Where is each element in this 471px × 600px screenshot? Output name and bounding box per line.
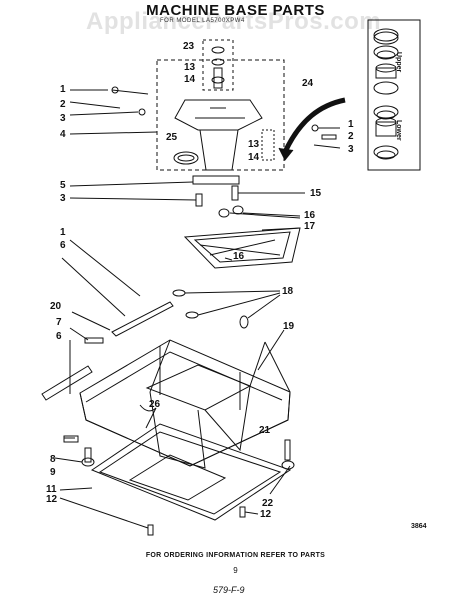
callout-13: 13 <box>184 62 196 73</box>
callout-4: 4 <box>60 129 66 140</box>
page-number: 9 <box>233 566 238 575</box>
upper-bearing-set <box>373 28 399 95</box>
callout-7: 7 <box>56 317 62 328</box>
callout-1: 1 <box>60 84 66 95</box>
bearing-panel <box>367 19 421 171</box>
bearing-arrow <box>282 97 346 154</box>
callout-12-right: 12 <box>260 509 272 520</box>
base-pan <box>90 423 292 521</box>
callout-3: 3 <box>60 113 66 124</box>
callout-18: 18 <box>282 286 294 297</box>
leveling-feet <box>54 435 295 536</box>
callout-22: 22 <box>262 498 274 509</box>
callout-15: 15 <box>310 188 322 199</box>
transmission-group-box <box>156 59 285 171</box>
watermark: AppliancePartsPros.com <box>86 8 382 35</box>
callout-2-right: 2 <box>348 131 354 142</box>
callout-12-left: 12 <box>46 494 58 505</box>
callout-17: 17 <box>304 221 316 232</box>
callout-2: 2 <box>60 99 66 110</box>
callout-8: 8 <box>50 454 56 465</box>
lower-bearing-set <box>373 105 399 160</box>
callout-1-mid: 1 <box>60 227 66 238</box>
page-title: MACHINE BASE PARTS <box>146 2 325 19</box>
machine-base-frame <box>79 339 291 469</box>
tub-spring <box>139 404 157 429</box>
callout-26: 26 <box>149 399 161 410</box>
pulley-group-box <box>202 39 234 91</box>
clutch-linkage-left <box>69 86 158 135</box>
callout-13-right: 13 <box>248 139 260 150</box>
bearing-arrow-head <box>278 147 294 161</box>
drive-block-parts <box>69 175 305 219</box>
leader-1c <box>69 239 141 297</box>
callout-3-right: 3 <box>348 144 354 155</box>
callout-21: 21 <box>259 425 271 436</box>
lower-bearing-label: Lower <box>395 120 402 141</box>
callout-16-plate: 16 <box>233 251 245 262</box>
upper-bearing-label: Upper <box>395 52 402 73</box>
callout-9: 9 <box>50 467 56 478</box>
suspension-plate <box>183 227 301 269</box>
callout-11: 11 <box>46 484 57 495</box>
callout-16: 16 <box>304 210 316 221</box>
callout-14: 14 <box>184 74 196 85</box>
callout-5: 5 <box>60 180 66 191</box>
spring-and-pad-parts <box>172 289 281 329</box>
clutch-linkage-right <box>311 124 341 149</box>
drawing-number: 3864 <box>411 523 427 530</box>
document-number: 579-F-9 <box>213 585 245 595</box>
callout-25: 25 <box>166 132 178 143</box>
base-rails <box>41 257 174 401</box>
model-subtitle: FOR MODEL LA5700XPW4 <box>160 18 245 24</box>
transmission <box>173 46 275 171</box>
callout-20: 20 <box>50 301 62 312</box>
callout-3-mid: 3 <box>60 193 66 204</box>
leader-19 <box>257 329 285 371</box>
callout-14-right: 14 <box>248 152 260 163</box>
callout-6: 6 <box>60 240 66 251</box>
callout-19: 19 <box>283 321 295 332</box>
callout-23: 23 <box>183 41 195 52</box>
callout-1-right: 1 <box>348 119 354 130</box>
callout-6-lower: 6 <box>56 331 62 342</box>
ordering-note: FOR ORDERING INFORMATION REFER TO PARTS <box>145 552 326 559</box>
callout-24: 24 <box>302 78 314 89</box>
